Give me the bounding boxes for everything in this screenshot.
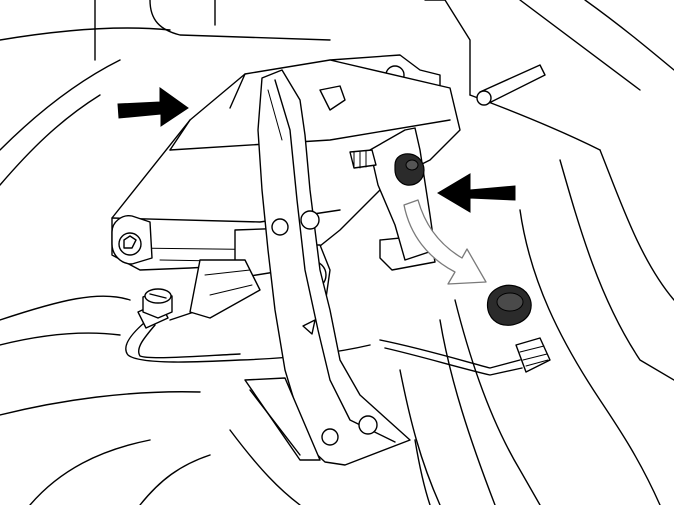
bolt bbox=[142, 288, 173, 319]
arrow-hollow bbox=[403, 199, 487, 285]
support-arm bbox=[244, 69, 411, 466]
arrow-left bbox=[437, 173, 516, 213]
arrow-right bbox=[117, 87, 189, 127]
connector bbox=[111, 215, 153, 265]
arm-bolts bbox=[271, 210, 378, 446]
grommet bbox=[486, 284, 532, 326]
